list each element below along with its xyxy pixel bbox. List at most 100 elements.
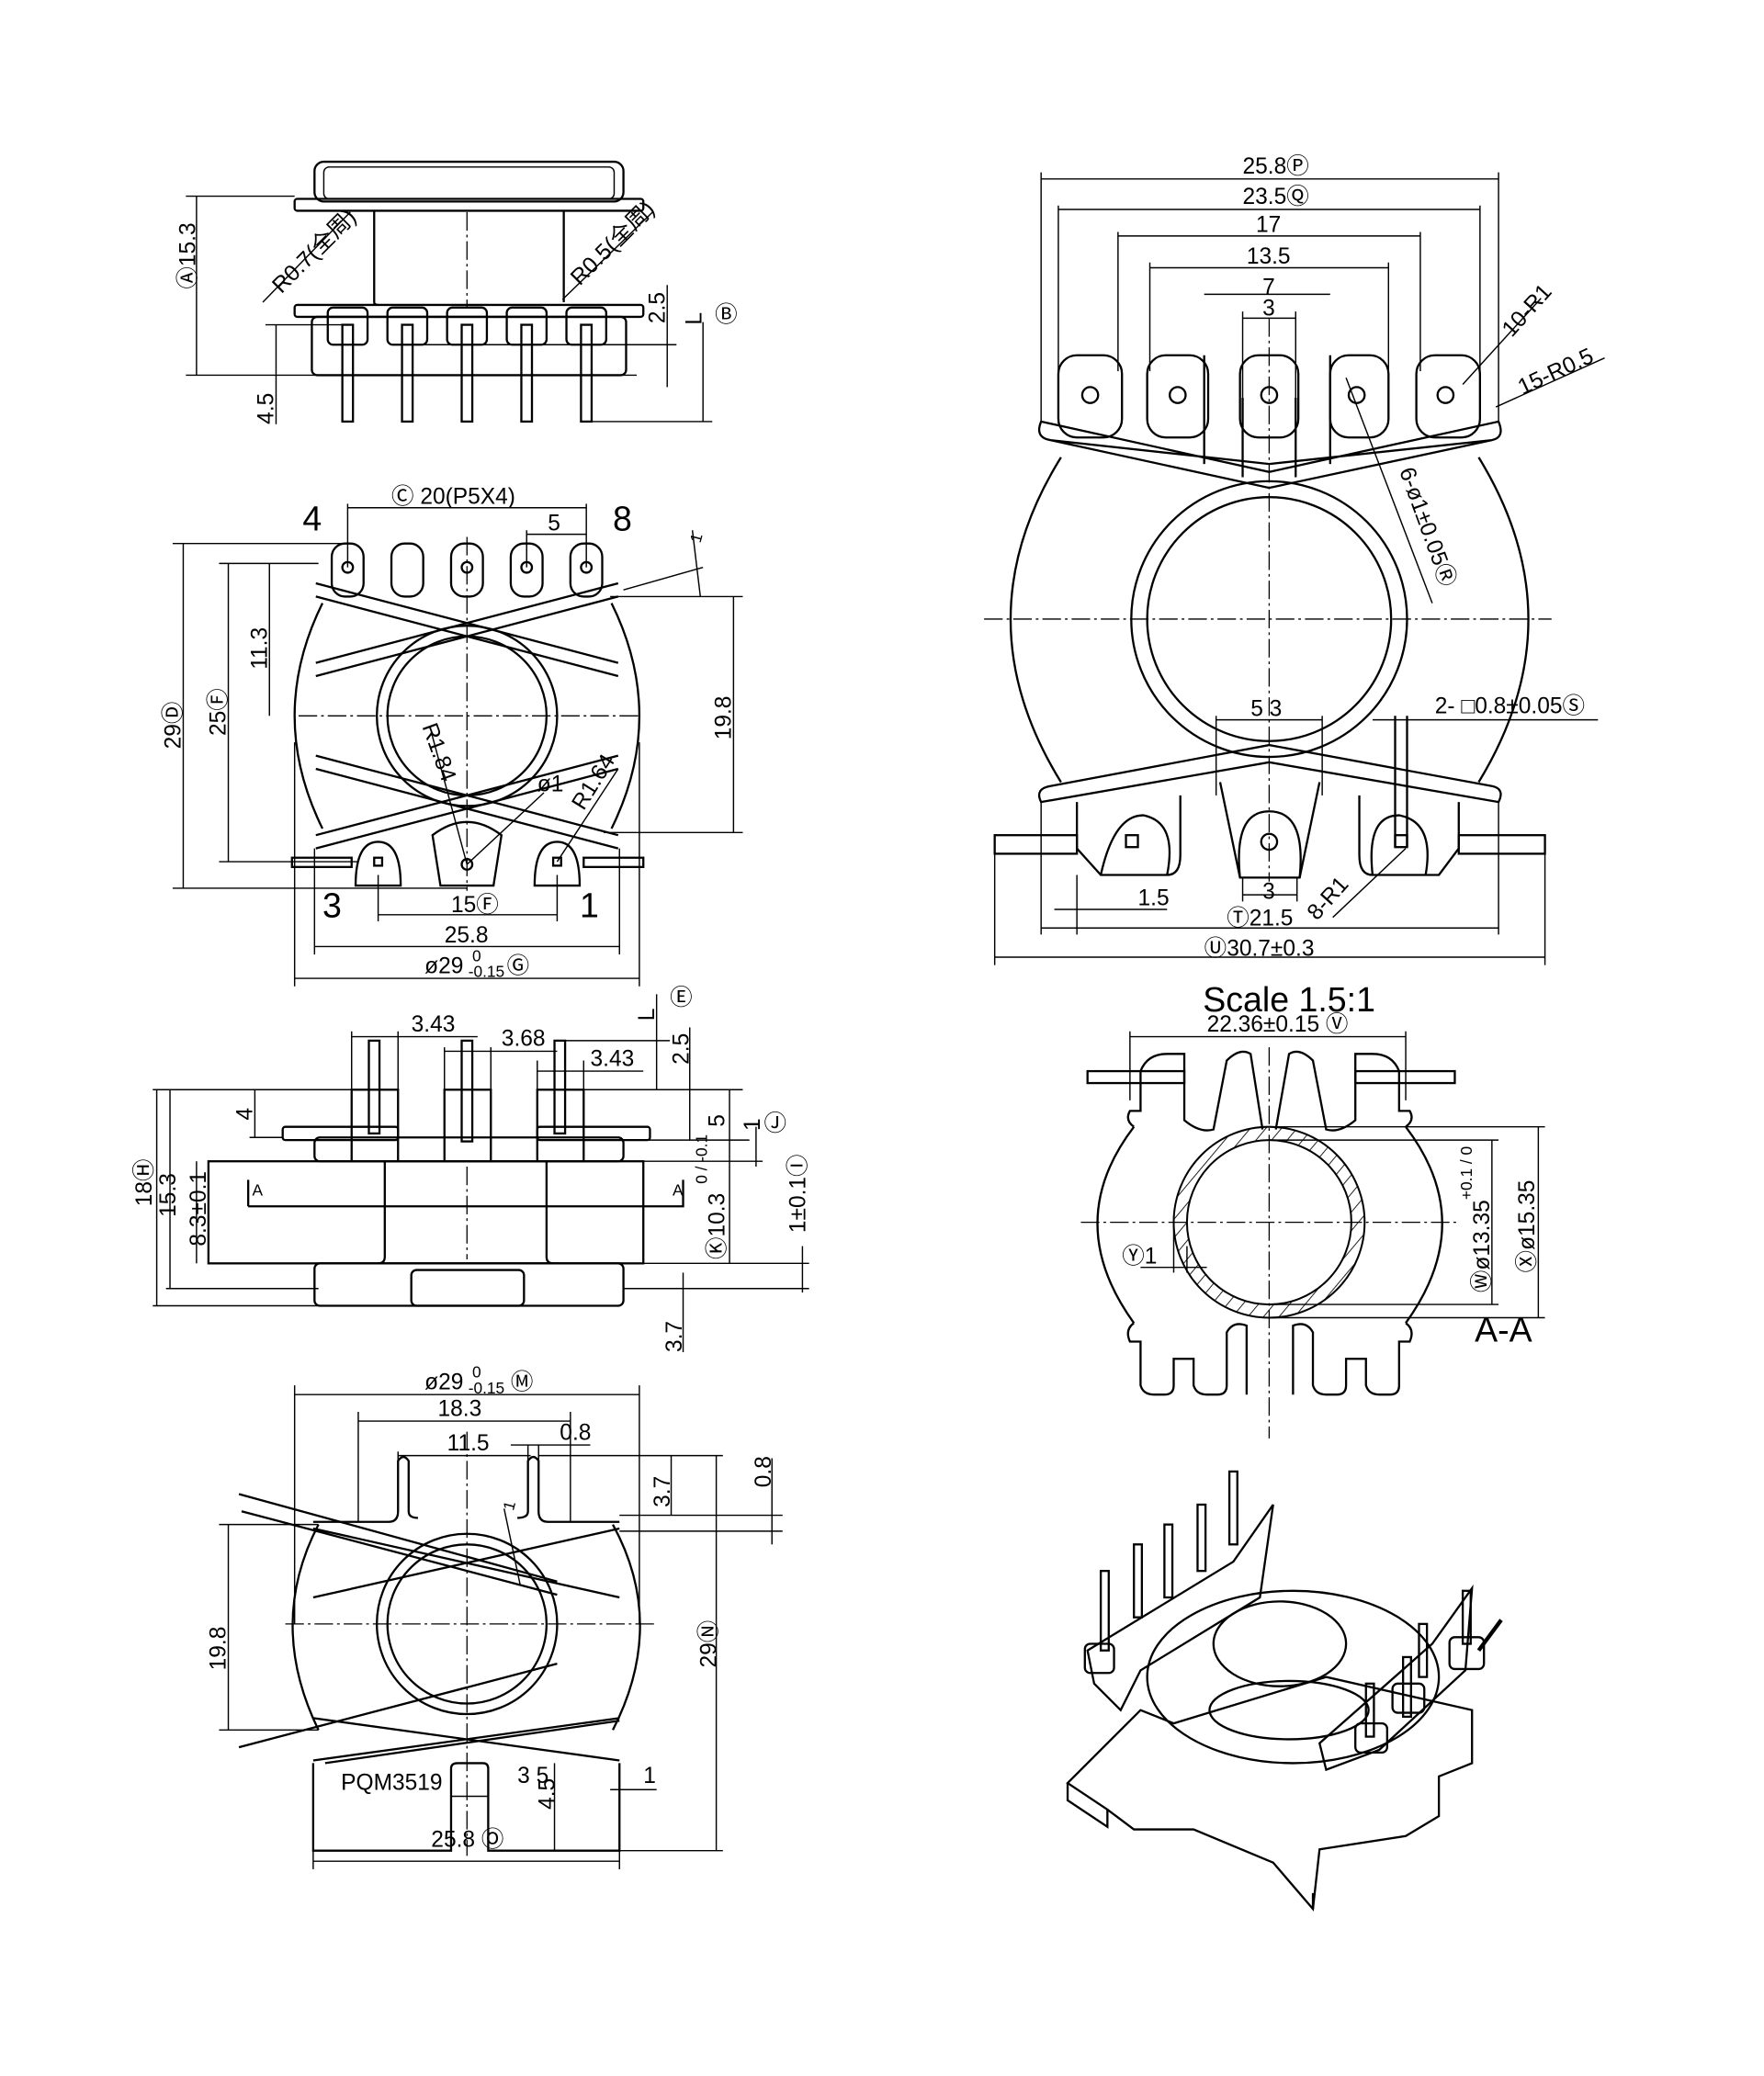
dim-L: L (683, 312, 707, 325)
width-25-8: 25.8 (445, 923, 489, 948)
dim-2-5: 2.5 (645, 292, 670, 323)
width-30-7: Ⓤ30.7±0.3 (1204, 936, 1315, 962)
top-flange-cap (313, 160, 625, 203)
pin-row (326, 306, 607, 423)
dim-5: 5 (705, 1114, 729, 1127)
body-outline (1096, 1125, 1443, 1324)
pin-pitch: Ⓒ 20(P5X4) (391, 483, 515, 509)
width-13-5: 13.5 (1247, 244, 1291, 269)
dim-11-5: 11.5 (447, 1431, 490, 1456)
svg-text:Ⓜ: Ⓜ (511, 1369, 534, 1394)
dimension-lines (1129, 1031, 1545, 1319)
bottom-fingers (1126, 1322, 1413, 1396)
pin-number-8: 8 (613, 499, 632, 537)
radius-8-r1: 8-R1 (1303, 872, 1354, 925)
body-outline (293, 603, 640, 829)
dim-1-tolerance: 1±0.1Ⓘ (785, 1154, 810, 1233)
top-comb (1126, 1050, 1413, 1132)
dim-5-3: 5 3 (1250, 696, 1282, 721)
pin-length: 4.5 (254, 393, 279, 424)
left-pin (1086, 1069, 1186, 1085)
pin-holes: 6-ø1±0.05Ⓡ (1394, 464, 1461, 590)
dim-4-5: 4.5 (536, 1778, 560, 1810)
dim-2-5: 2.5 (669, 1033, 694, 1065)
width-21-5: Ⓣ21.5 (1227, 905, 1293, 931)
bottom-view: ø29 0 -0.15 Ⓜ 18.3 0.8 11.5 3.7 0.8 1 19… (207, 1362, 783, 1869)
dim-11-3: 11.3 (247, 627, 272, 670)
dim-15: 15Ⓕ (451, 892, 499, 918)
pins (1083, 1470, 1503, 1754)
pin-hole-diameter: ø1 (537, 773, 564, 797)
inner-diameter-tolerance: +0.1 / 0 (1457, 1146, 1476, 1200)
dim-3-5: 3 5 (517, 1764, 548, 1788)
dim-0-8-top: 0.8 (560, 1420, 591, 1445)
side-view-top: Ⓐ15.3 R0.7(全周) R0.5(全周) 2.5 L Ⓑ 4.5 (175, 160, 738, 424)
section-mark-left: A (252, 1181, 263, 1200)
square-pins: 2- □0.8±0.05Ⓢ (1435, 693, 1585, 718)
top-flange-plate (293, 197, 645, 212)
height-25: 25Ⓕ (206, 688, 232, 736)
base-notch (410, 1269, 526, 1307)
radius-1-84: R1.84 (417, 720, 461, 785)
dim-19-8: 19.8 (207, 1627, 232, 1671)
section-cut-line (247, 1179, 684, 1208)
flange-disc (1146, 1589, 1441, 1765)
top-cross-bars (238, 1493, 620, 1599)
width-25-8: 25.8 Ⓞ (431, 1826, 503, 1852)
height-10-3: Ⓚ10.3 (704, 1193, 729, 1259)
svg-text:0: 0 (472, 1362, 481, 1381)
dimension-lines (153, 994, 809, 1353)
height-8-3: 8.3±0.1 (187, 1171, 211, 1247)
dim-3-bottom: 3 (1262, 879, 1275, 904)
width-23-5: 23.5Ⓠ (1243, 184, 1309, 209)
dim-1: 1 (686, 531, 707, 544)
base-plate-edge (1066, 1783, 1315, 1910)
wall-thickness: Ⓨ1 (1122, 1243, 1157, 1269)
radius-10-r1: 10-R1 (1498, 279, 1557, 342)
winding-area (207, 1160, 645, 1265)
left-pin-rail (1086, 1504, 1274, 1712)
width-7: 7 (1262, 275, 1275, 299)
pin-number-3: 3 (322, 886, 342, 925)
side-view-middle: Ⓔ L 3.43 3.68 3.43 2.5 4 5 1 Ⓙ 18Ⓗ 15.3 … (131, 985, 810, 1353)
height-29: 29Ⓝ (696, 1620, 722, 1668)
width-3: 3 (1262, 296, 1275, 321)
dimension-lines (993, 172, 1605, 965)
bottom-cross-bars (1037, 743, 1502, 804)
top-cross-bars (1037, 420, 1502, 490)
body-outline (1009, 457, 1530, 784)
mark-E: Ⓔ (670, 985, 693, 1010)
radius-15-r0-5: 15-R0.5 (1514, 344, 1597, 400)
dim-1-5: 1.5 (1138, 886, 1170, 911)
isometric-view (1066, 1470, 1503, 1912)
dimension-lines (186, 195, 713, 424)
svg-text:ø29: ø29 (424, 953, 463, 978)
top-tabs (312, 1455, 620, 1523)
top-view-right: 25.8Ⓟ 23.5Ⓠ 17 13.5 7 3 10-R1 15-R0.5 6-… (984, 153, 1605, 965)
bobbin-body (373, 210, 565, 307)
dim-0-8-right: 0.8 (752, 1456, 776, 1487)
width-25-8: 25.8Ⓟ (1243, 153, 1309, 179)
part-number: PQM3519 (341, 1770, 442, 1795)
base-plate (1066, 1675, 1474, 1912)
svg-text:-0.15: -0.15 (469, 963, 504, 981)
mark-B: Ⓑ (715, 302, 738, 328)
radius-note-left: R0.7(全周) (267, 204, 362, 299)
dimension-lines (219, 1385, 783, 1869)
bottom-pin-lobes (290, 820, 645, 887)
body-outline (291, 1524, 641, 1731)
svg-text:ø29: ø29 (424, 1370, 463, 1394)
scale-label: Scale 1.5:1 (1203, 980, 1375, 1019)
dim-1: 1 (741, 1118, 765, 1131)
inner-diameter: Ⓦø13.35 (1469, 1200, 1495, 1292)
dim-1-bottom: 1 (643, 1764, 656, 1788)
dim-3-43-right: 3.43 (591, 1046, 635, 1071)
svg-text:-0.15: -0.15 (469, 1379, 504, 1397)
dimension-lines (172, 503, 743, 987)
width-22-36: 22.36±0.15 Ⓥ (1207, 1011, 1349, 1037)
pin-number-1: 1 (580, 886, 599, 925)
top-flange-inner (322, 166, 616, 200)
base-with-notch (311, 1762, 621, 1852)
bottom-cross-bars (238, 1663, 620, 1765)
core-lower (1208, 1679, 1370, 1741)
